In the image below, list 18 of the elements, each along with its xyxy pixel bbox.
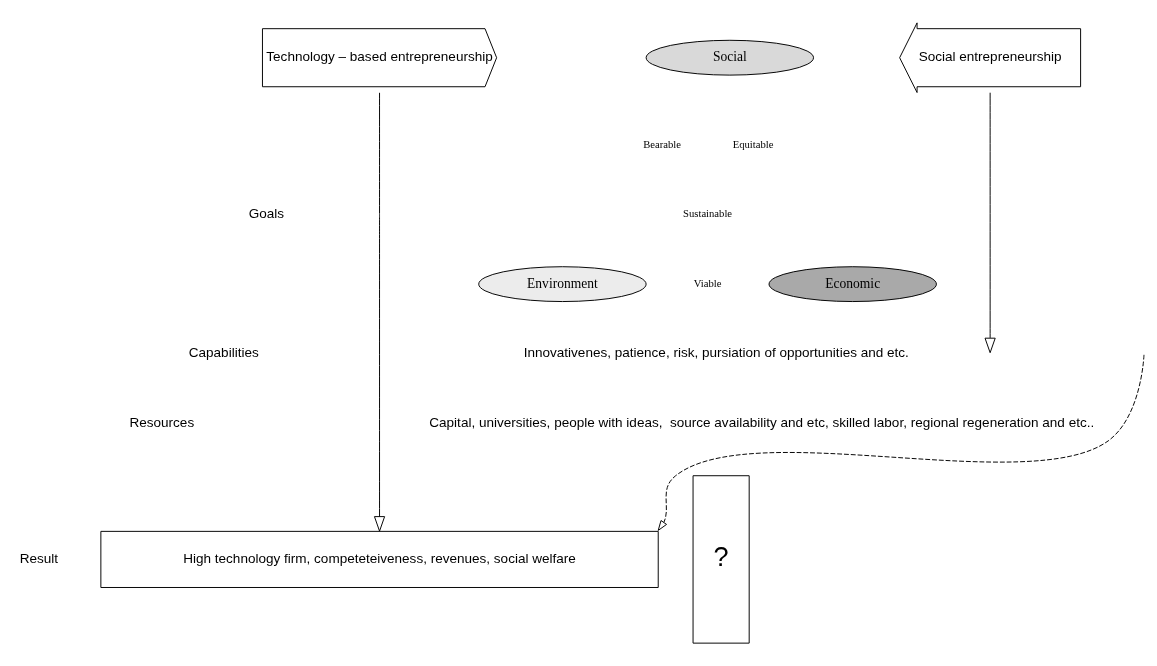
arrow bbox=[984, 92, 996, 354]
label: Sustainable bbox=[683, 208, 733, 220]
label: Viable bbox=[693, 277, 722, 289]
node-box: ? bbox=[692, 475, 750, 644]
node-ellipse: Social bbox=[645, 39, 814, 76]
arrow bbox=[373, 92, 386, 532]
label: Resources bbox=[129, 415, 195, 431]
node-box: High technology firm, competeteiveness, revenues, social welfare bbox=[100, 530, 659, 588]
label: Innovativenes, patience, risk, pursiation of opportunities and etc. bbox=[523, 345, 909, 361]
label: Capabilities bbox=[188, 345, 259, 361]
node-ellipse: Environment bbox=[478, 266, 647, 303]
arrow bbox=[657, 354, 1145, 531]
node-ellipse: Economic bbox=[768, 266, 937, 303]
label: Result bbox=[19, 551, 59, 567]
label: Capital, universities, people with ideas, source availability and etc, skilled labor, regional regeneration and etc.. bbox=[429, 415, 1095, 431]
label: Goals bbox=[248, 206, 285, 222]
label: Bearable bbox=[643, 138, 681, 150]
label: Equitable bbox=[732, 138, 774, 150]
